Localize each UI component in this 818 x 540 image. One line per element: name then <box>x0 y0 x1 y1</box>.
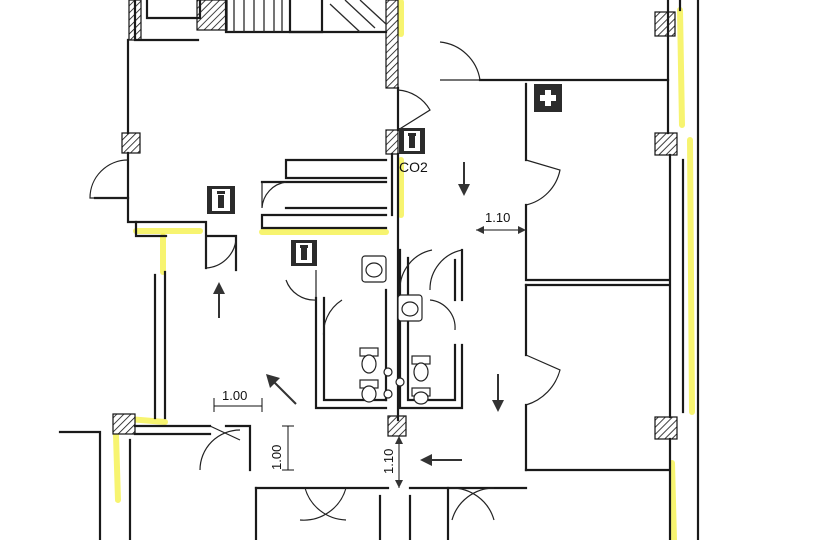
dimension-vertical-bottom: 1.10 <box>381 436 403 488</box>
dimension-corridor-left: 1.00 <box>213 388 263 412</box>
dimension-label: 1.10 <box>381 449 396 474</box>
fire-extinguisher-icon <box>207 186 235 214</box>
sanitary-fixtures <box>359 255 431 405</box>
structural-columns <box>112 0 678 440</box>
highlight-marks <box>113 0 695 540</box>
co2-extinguisher-icon <box>399 128 425 154</box>
fire-extinguisher-icon <box>291 240 317 266</box>
toilet-icon <box>359 347 379 374</box>
dimension-label: 1.10 <box>485 210 510 225</box>
dimension-label: 1.00 <box>269 445 284 470</box>
dimension-label: 1.00 <box>222 388 247 403</box>
toilet-icon <box>359 379 379 403</box>
walls <box>58 0 700 540</box>
dimension-vertical-left: 1.00 <box>269 425 294 471</box>
sink-icon <box>397 294 423 322</box>
direction-arrow-icon <box>266 374 297 405</box>
direction-arrow-icon <box>420 454 462 466</box>
escape-arrows <box>213 162 504 466</box>
first-aid-icon <box>534 84 562 112</box>
direction-arrow-icon <box>213 282 225 318</box>
direction-arrow-icon <box>458 162 470 196</box>
sink-icon <box>361 255 387 283</box>
doors <box>89 41 561 521</box>
toilet-icon <box>411 387 431 405</box>
dimension-corridor-right: 1.10 <box>476 210 526 234</box>
co2-label: CO2 <box>399 159 428 175</box>
toilet-icon <box>411 355 431 382</box>
direction-arrow-icon <box>492 374 504 412</box>
